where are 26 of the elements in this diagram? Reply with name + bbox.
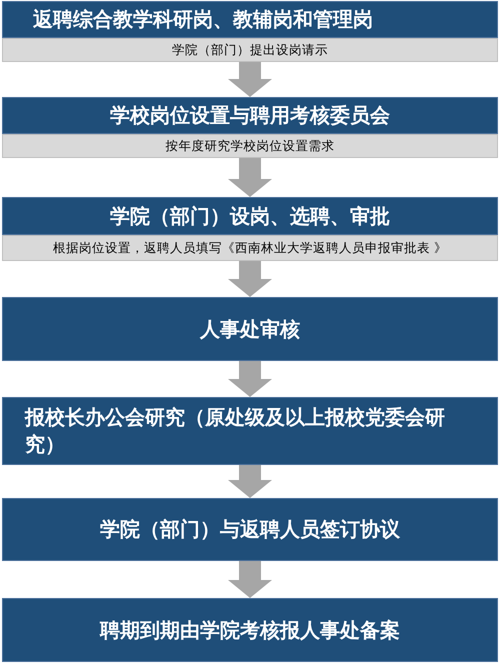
step-box [2,297,498,361]
note-band [2,134,498,158]
step-box [2,197,498,235]
arrow [228,361,272,397]
note-band [2,38,498,62]
step-box [2,498,498,561]
arrow [228,158,272,197]
step-box [2,97,498,134]
arrow [228,465,272,498]
arrow [228,561,272,598]
step-title: 报校长办公会研究（原处级及以上报校党委会研究） [25,404,446,458]
step-title: 学院（部门）设岗、选聘、审批 [110,202,390,230]
arrow [228,62,272,97]
note-band [2,235,498,261]
note-text: 按年度研究学校岗位设置需求 [166,138,334,154]
note-text: 学院（部门）提出设岗请示 [172,42,328,58]
step-title: 聘期到期由学院考核报人事处备案 [100,616,400,644]
step-box [2,397,498,465]
step-box [2,1,498,38]
step-title: 学院（部门）与返聘人员签订协议 [100,516,400,543]
step-title: 人事处审核 [200,316,300,342]
step-title: 学校岗位设置与聘用考核委员会 [110,102,390,129]
step-title: 返聘综合教学科研岗、教辅岗和管理岗 [33,6,373,33]
arrow [228,261,272,297]
step-box [2,598,498,662]
note-text: 根据岗位设置，返聘人员填写《西南林业大学返聘人员申报审批表 》 [53,240,447,256]
